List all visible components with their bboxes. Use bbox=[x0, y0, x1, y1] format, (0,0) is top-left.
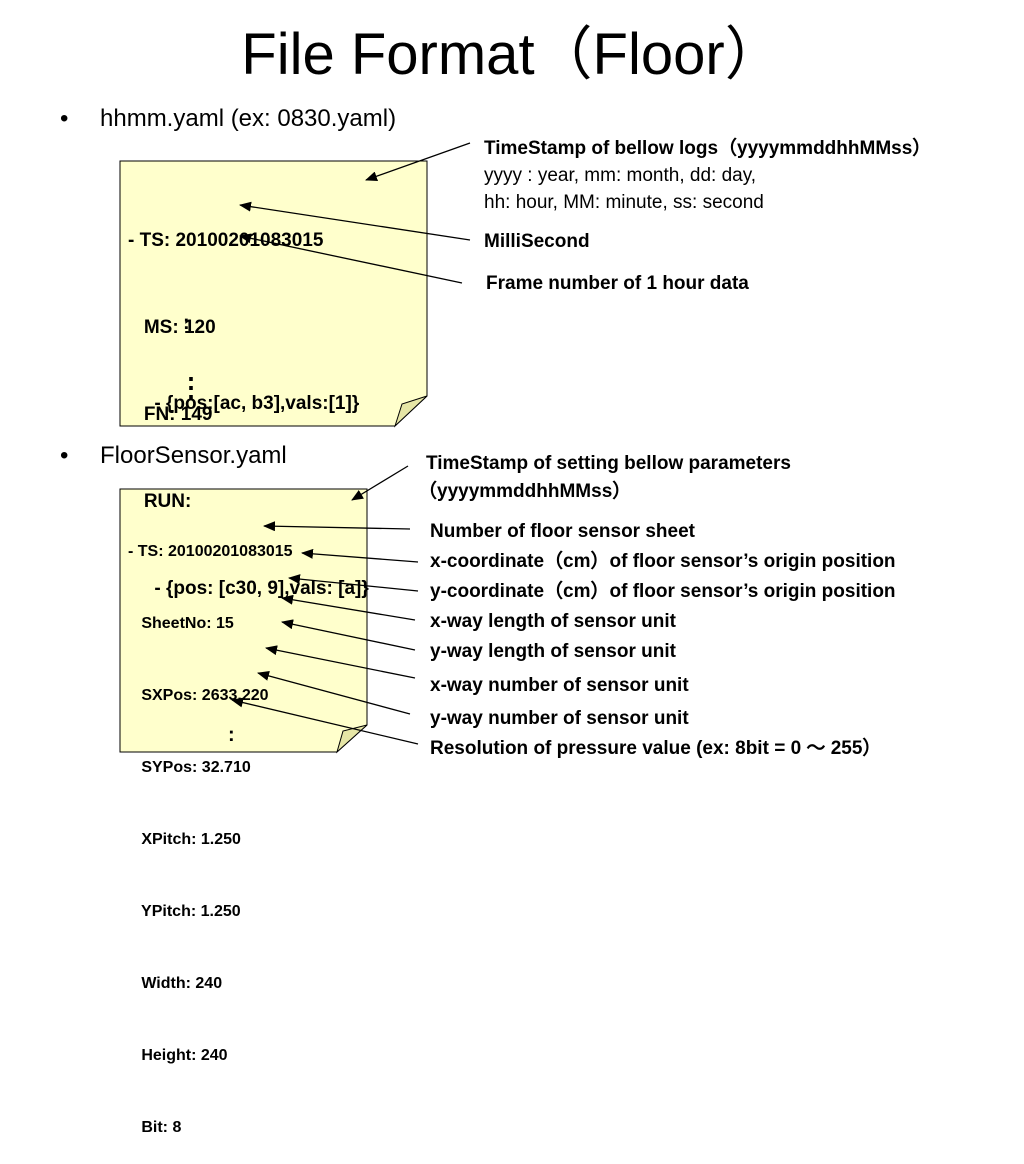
annot-ts-setting-line2: （yyyymmddhhMMss） bbox=[418, 481, 632, 502]
note2-line-sxpos: SXPos: 2633.220 bbox=[128, 687, 269, 704]
annot-xpitch: x-way length of sensor unit bbox=[430, 611, 676, 632]
arrow-sxpos bbox=[301, 548, 419, 563]
arrow-fn bbox=[239, 233, 463, 284]
note1-ellipsis-small: : bbox=[183, 312, 190, 334]
arrow-sheetno bbox=[263, 521, 411, 532]
annot-millisecond: MilliSecond bbox=[484, 231, 590, 252]
note2-line-ypitch: YPitch: 1.250 bbox=[128, 903, 241, 920]
note2-line-height: Height: 240 bbox=[128, 1047, 228, 1064]
annot-sxpos: x-coordinate（cm）of floor sensor’s origin… bbox=[430, 551, 896, 572]
bullet-label: hhmm.yaml (ex: 0830.yaml) bbox=[100, 105, 397, 132]
arrow-ms bbox=[239, 201, 471, 241]
annot-timestamp-detail-1: yyyy : year, mm: month, dd: day, bbox=[484, 165, 757, 186]
note2-line-xpitch: XPitch: 1.250 bbox=[128, 831, 241, 848]
note1-line-pos2: - {pos:[ac, b3],vals:[1]} bbox=[128, 393, 360, 414]
note-shapes bbox=[119, 160, 428, 754]
annot-timestamp-detail-2: hh: hour, MM: minute, ss: second bbox=[484, 192, 764, 213]
note1-code-tail: - {pos:[ac, b3],vals:[1]} bbox=[128, 331, 359, 447]
annot-frame-number: Frame number of 1 hour data bbox=[486, 273, 749, 294]
annot-timestamp-title: TimeStamp of bellow logs（yyyymmddhhMMss） bbox=[484, 138, 932, 159]
arrow-ts bbox=[365, 142, 471, 182]
bullet-label: FloorSensor.yaml bbox=[100, 442, 287, 469]
note1-ellipsis-large: ⋮ bbox=[178, 372, 204, 402]
note2-line-ts: - TS: 20100201083015 bbox=[128, 543, 293, 560]
arrow-bit bbox=[231, 697, 419, 745]
note1-line-fn: FN: 149 bbox=[128, 404, 213, 425]
note2-line-sheetno: SheetNo: 15 bbox=[128, 615, 234, 632]
annot-sypos: y-coordinate（cm）of floor sensor’s origin… bbox=[430, 581, 896, 602]
note2-ellipsis: : bbox=[228, 724, 235, 746]
note1-line-run: RUN: bbox=[128, 491, 192, 512]
bullet-symbol: • bbox=[60, 442, 69, 469]
annot-height: y-way number of sensor unit bbox=[430, 708, 689, 729]
page-title: File Format（Floor） bbox=[241, 22, 783, 87]
arrow-ypitch bbox=[281, 619, 416, 651]
annot-width: x-way number of sensor unit bbox=[430, 675, 689, 696]
note2-fold bbox=[336, 724, 368, 754]
note2-line-bit: Bit: 8 bbox=[128, 1119, 182, 1136]
connector-arrows bbox=[231, 142, 471, 745]
annot-sheetno: Number of floor sensor sheet bbox=[430, 521, 695, 542]
annot-ts-setting-line1: TimeStamp of setting bellow parameters bbox=[426, 453, 791, 474]
arrow-xpitch bbox=[281, 594, 416, 621]
bullet-symbol: • bbox=[60, 105, 69, 132]
note1-line-ms: MS: 120 bbox=[128, 317, 216, 338]
note1-fold bbox=[393, 395, 428, 428]
arrow-sypos bbox=[288, 574, 419, 592]
arrow-width bbox=[265, 645, 416, 679]
note2-line-width: Width: 240 bbox=[128, 975, 223, 992]
annot-bit: Resolution of pressure value (ex: 8bit =… bbox=[430, 738, 882, 759]
arrow-ts-setting bbox=[351, 465, 409, 501]
annot-ypitch: y-way length of sensor unit bbox=[430, 641, 676, 662]
arrow-height bbox=[257, 671, 411, 715]
